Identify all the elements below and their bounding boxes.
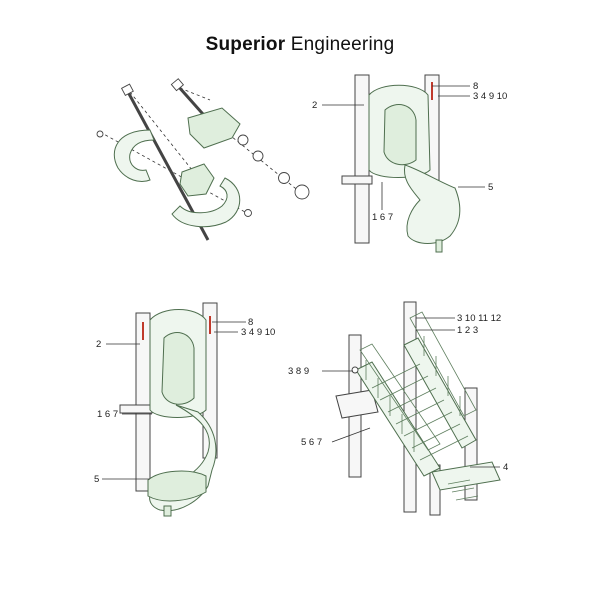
- clamp-block-lower: [179, 163, 215, 197]
- stair-stringer-right: [403, 337, 477, 449]
- cap-nut-2: [96, 130, 104, 138]
- nut-1: [278, 172, 290, 184]
- label-8: 8: [473, 81, 478, 92]
- clamp-half-right: [171, 177, 241, 228]
- label-2-b: 2: [96, 339, 101, 350]
- label-1-6-7-b: 1 6 7: [97, 409, 118, 420]
- exploded-clamp: [96, 78, 310, 241]
- label-8-b: 8: [248, 317, 253, 328]
- stair-base: [431, 461, 501, 491]
- stair-assembly: 3 10 11 12 1 2 3 3 8 9 5 6 7 4: [288, 301, 508, 516]
- label-3-8-9: 3 8 9: [288, 366, 309, 377]
- title-rest: Engineering: [290, 34, 395, 55]
- label-5-6-7: 5 6 7: [301, 437, 322, 448]
- stair-stringer-left: [355, 361, 441, 477]
- stair-treads: [371, 363, 469, 461]
- washer-2: [252, 150, 264, 162]
- label-4: 4: [503, 462, 508, 473]
- stair-post-2: [403, 301, 417, 513]
- page-title: Superior Engineering: [0, 34, 600, 56]
- label-3-4-9-10: 3 4 9 10: [473, 91, 507, 102]
- handrail-left: [359, 343, 441, 452]
- label-2: 2: [312, 100, 317, 111]
- cap-nut-1: [294, 184, 310, 200]
- slide-chute: [403, 164, 461, 244]
- washer-3: [244, 209, 252, 217]
- label-1-2-3: 1 2 3: [457, 325, 478, 336]
- label-1-6-7: 1 6 7: [372, 212, 393, 223]
- post-left: [354, 74, 370, 244]
- slide-assembly-bottom: 8 3 4 9 10 2 1 6 7 5: [94, 302, 275, 517]
- label-5-b: 5: [94, 474, 99, 485]
- label-3-10-11-12: 3 10 11 12: [457, 313, 501, 324]
- bracket-marker: [351, 366, 359, 374]
- clamp-half-left: [113, 129, 155, 182]
- clamp-block-upper: [187, 107, 241, 149]
- washer-1: [237, 134, 249, 146]
- label-3-4-9-10-b: 3 4 9 10: [241, 327, 275, 338]
- label-5: 5: [488, 182, 493, 193]
- slide-assembly-top: 8 3 4 9 10 2 5 1 6 7: [312, 74, 507, 253]
- handrail-right: [409, 311, 477, 417]
- title-bold: Superior: [205, 34, 286, 55]
